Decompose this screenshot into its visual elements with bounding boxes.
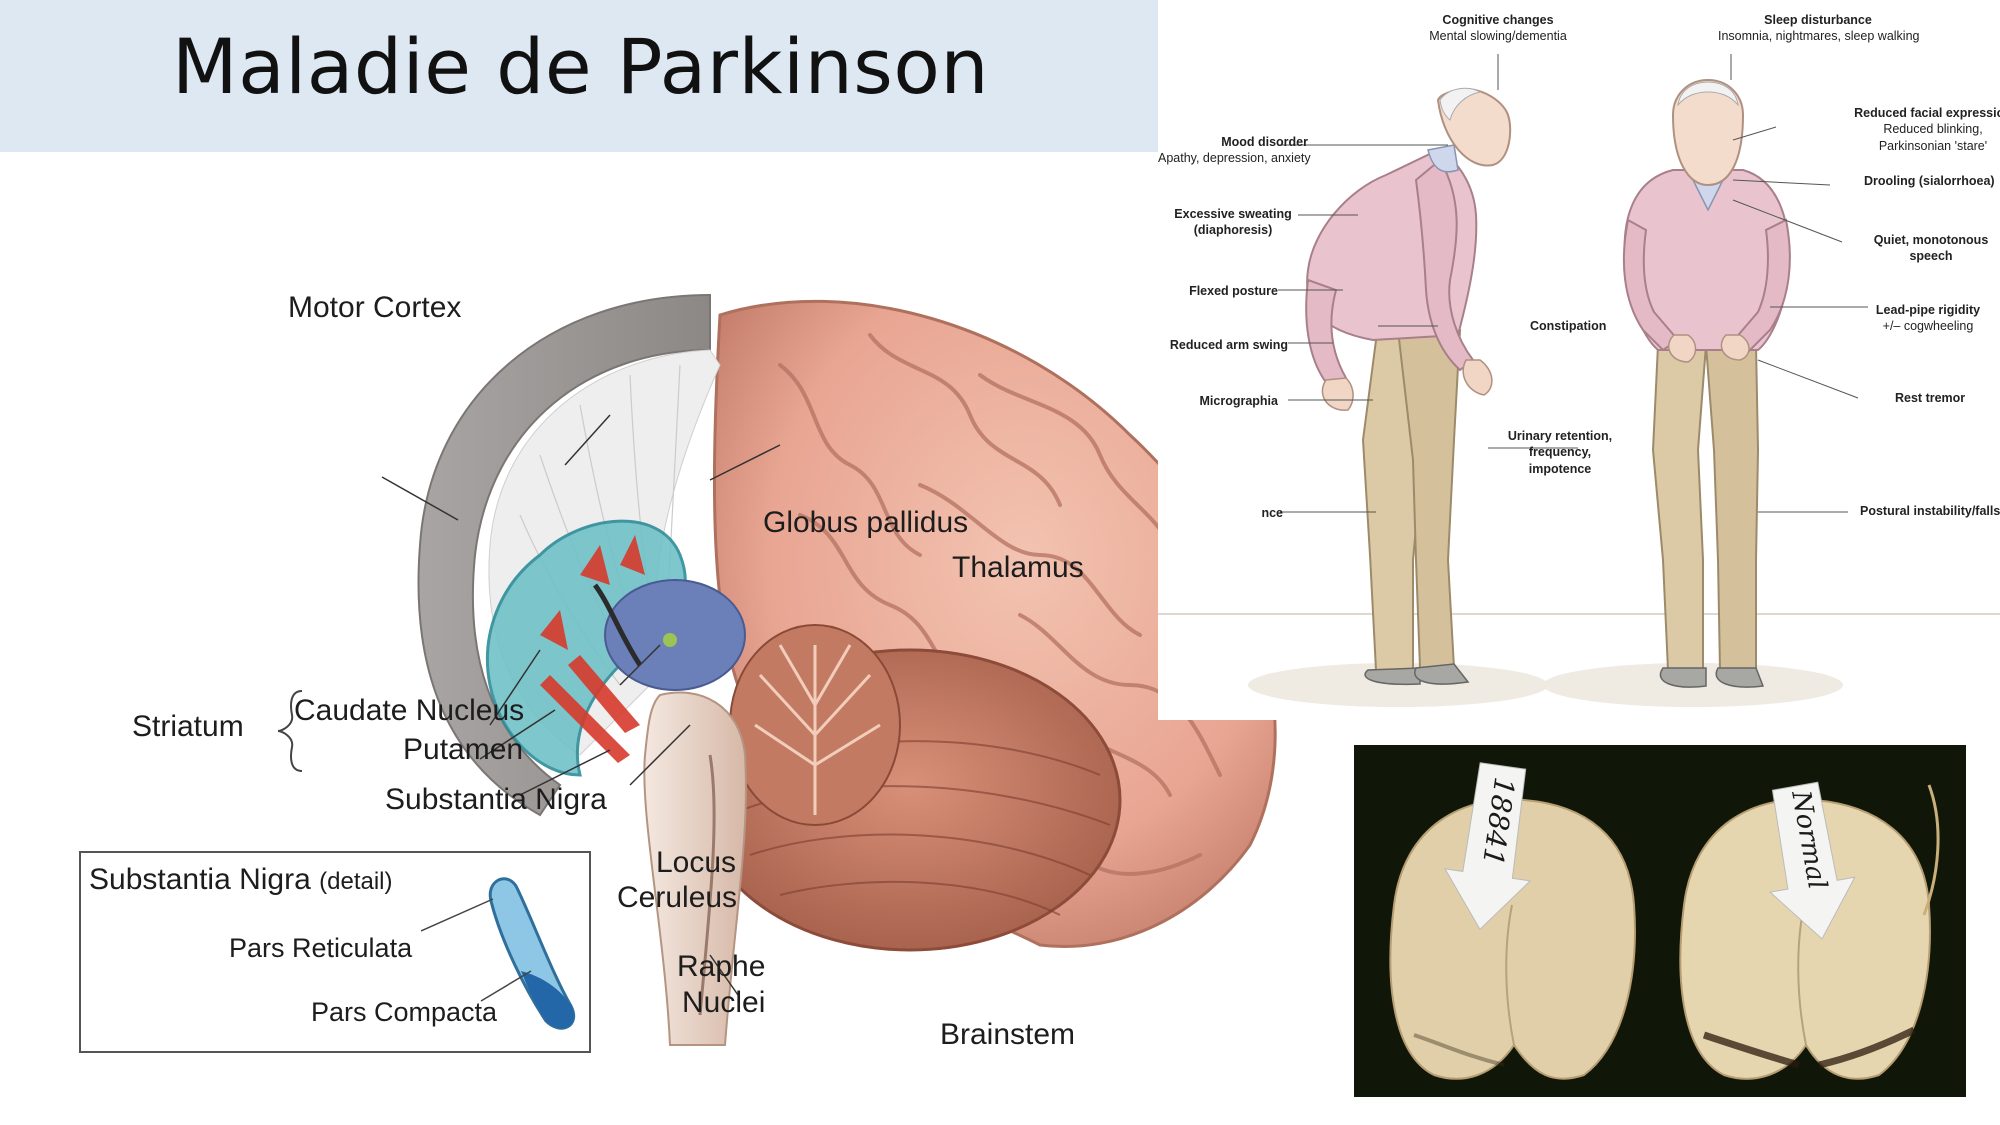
symptom-mood-disorder-detail: Apathy, depression, anxiety [1158, 151, 1311, 166]
symptom-rest-tremor: Rest tremor [1895, 390, 1965, 406]
label-nuclei: Nuclei [682, 986, 766, 1019]
label-raphe: Raphe [677, 950, 766, 983]
symptom-speech-detail: speech [1909, 249, 1953, 264]
symptom-reduced-arm-swing: Reduced arm swing [1158, 337, 1288, 353]
symptom-cognitive-changes: Cognitive changes Mental slowing/dementi… [1428, 12, 1568, 45]
symptom-sweating-detail: (diaphoresis) [1193, 223, 1273, 238]
brain-illustration [277, 293, 1277, 1046]
label-putamen: Putamen [403, 733, 524, 766]
symptom-micrographia: Micrographia [1158, 393, 1279, 409]
symptom-rigidity-title: Lead-pipe rigidity [1875, 303, 1981, 317]
symptom-excessive-sweating: Excessive sweating (diaphoresis) [1168, 206, 1298, 239]
symptom-speech-title: Quiet, monotonous [1873, 233, 1989, 247]
symptom-truncated-title: nce [1261, 506, 1283, 520]
label-pars-compacta: Pars Compacta [311, 997, 498, 1027]
symptom-postural-title: Postural instability/falls [1860, 504, 2000, 518]
symptom-sleep-title: Sleep disturbance [1764, 13, 1872, 27]
label-motor-cortex: Motor Cortex [288, 291, 462, 324]
midbrain-specimen-photo: 18841 Normal [1354, 745, 1966, 1097]
symptom-urinary-title: Urinary retention, [1507, 429, 1613, 443]
label-substantia-nigra: Substantia Nigra [385, 783, 607, 816]
substantia-nigra-detail-box: Substantia Nigra (detail) Pars Reticulat… [79, 851, 591, 1053]
symptom-flexed-posture-title: Flexed posture [1189, 284, 1278, 298]
parkinson-symptoms-figure: Mood disorder Apathy, depression, anxiet… [1158, 0, 2000, 720]
symptom-truncated: nce [1158, 505, 1283, 521]
label-caudate-nucleus: Caudate Nucleus [294, 694, 525, 727]
symptom-drooling: Drooling (sialorrhoea) [1864, 173, 1995, 189]
symptom-lead-pipe-rigidity: Lead-pipe rigidity +/– cogwheeling [1868, 302, 1988, 335]
slide-title: Maladie de Parkinson [172, 22, 990, 111]
symptom-constipation-title: Constipation [1530, 319, 1607, 333]
symptom-cognitive-detail: Mental slowing/dementia [1429, 29, 1567, 44]
symptom-arm-swing-title: Reduced arm swing [1169, 338, 1288, 352]
symptom-rigidity-detail: +/– cogwheeling [1882, 319, 1974, 334]
symptom-constipation: Constipation [1530, 318, 1606, 334]
label-brainstem: Brainstem [940, 1018, 1076, 1051]
symptom-tremor-title: Rest tremor [1895, 391, 1966, 405]
symptom-postural-instability: Postural instability/falls [1860, 503, 2000, 519]
symptom-sweating-title: Excessive sweating [1174, 207, 1292, 221]
label-globus-pallidus: Globus pallidus [763, 506, 969, 539]
specimen-illustration [1354, 745, 1966, 1097]
symptom-flexed-posture: Flexed posture [1158, 283, 1278, 299]
label-locus: Locus [656, 846, 737, 879]
symptom-mood-disorder: Mood disorder Apathy, depression, anxiet… [1158, 134, 1311, 167]
substantia-nigra-shape [421, 877, 576, 1030]
brain-diagram: Motor Cortex Globus pallidus Thalamus St… [20, 255, 1310, 1085]
symptom-mood-disorder-title: Mood disorder [1221, 135, 1308, 149]
symptom-reduced-facial-expression: Reduced facial expression Reduced blinki… [1848, 105, 2000, 154]
symptom-facial-title: Reduced facial expression [1854, 106, 2000, 120]
symptom-micrographia-title: Micrographia [1199, 394, 1279, 408]
label-thalamus: Thalamus [952, 551, 1084, 584]
symptom-quiet-speech: Quiet, monotonous speech [1866, 232, 1996, 265]
symptom-facial-detail: Reduced blinking, [1883, 122, 1983, 137]
symptom-facial-detail2: Parkinsonian 'stare' [1878, 138, 1988, 153]
symptom-cognitive-title: Cognitive changes [1442, 13, 1554, 27]
symptom-urinary-detail2: impotence [1528, 461, 1592, 476]
detail-title-text: Substantia Nigra [89, 863, 311, 896]
detail-title: Substantia Nigra (detail) [89, 865, 393, 895]
symptom-urinary-detail: frequency, [1528, 445, 1592, 460]
label-pars-reticulata: Pars Reticulata [229, 933, 413, 963]
label-ceruleus: Ceruleus [617, 881, 738, 914]
title-band [0, 0, 1160, 152]
symptom-drooling-title: Drooling (sialorrhoea) [1864, 174, 1995, 188]
symptom-sleep-detail: Insomnia, nightmares, sleep walking [1718, 29, 1920, 44]
label-striatum: Striatum [132, 710, 244, 743]
detail-title-suffix: (detail) [319, 868, 393, 895]
patients-illustration [1158, 54, 2000, 707]
symptom-sleep-disturbance: Sleep disturbance Insomnia, nightmares, … [1718, 12, 1920, 45]
symptom-urinary-retention: Urinary retention, frequency, impotence [1500, 428, 1620, 477]
